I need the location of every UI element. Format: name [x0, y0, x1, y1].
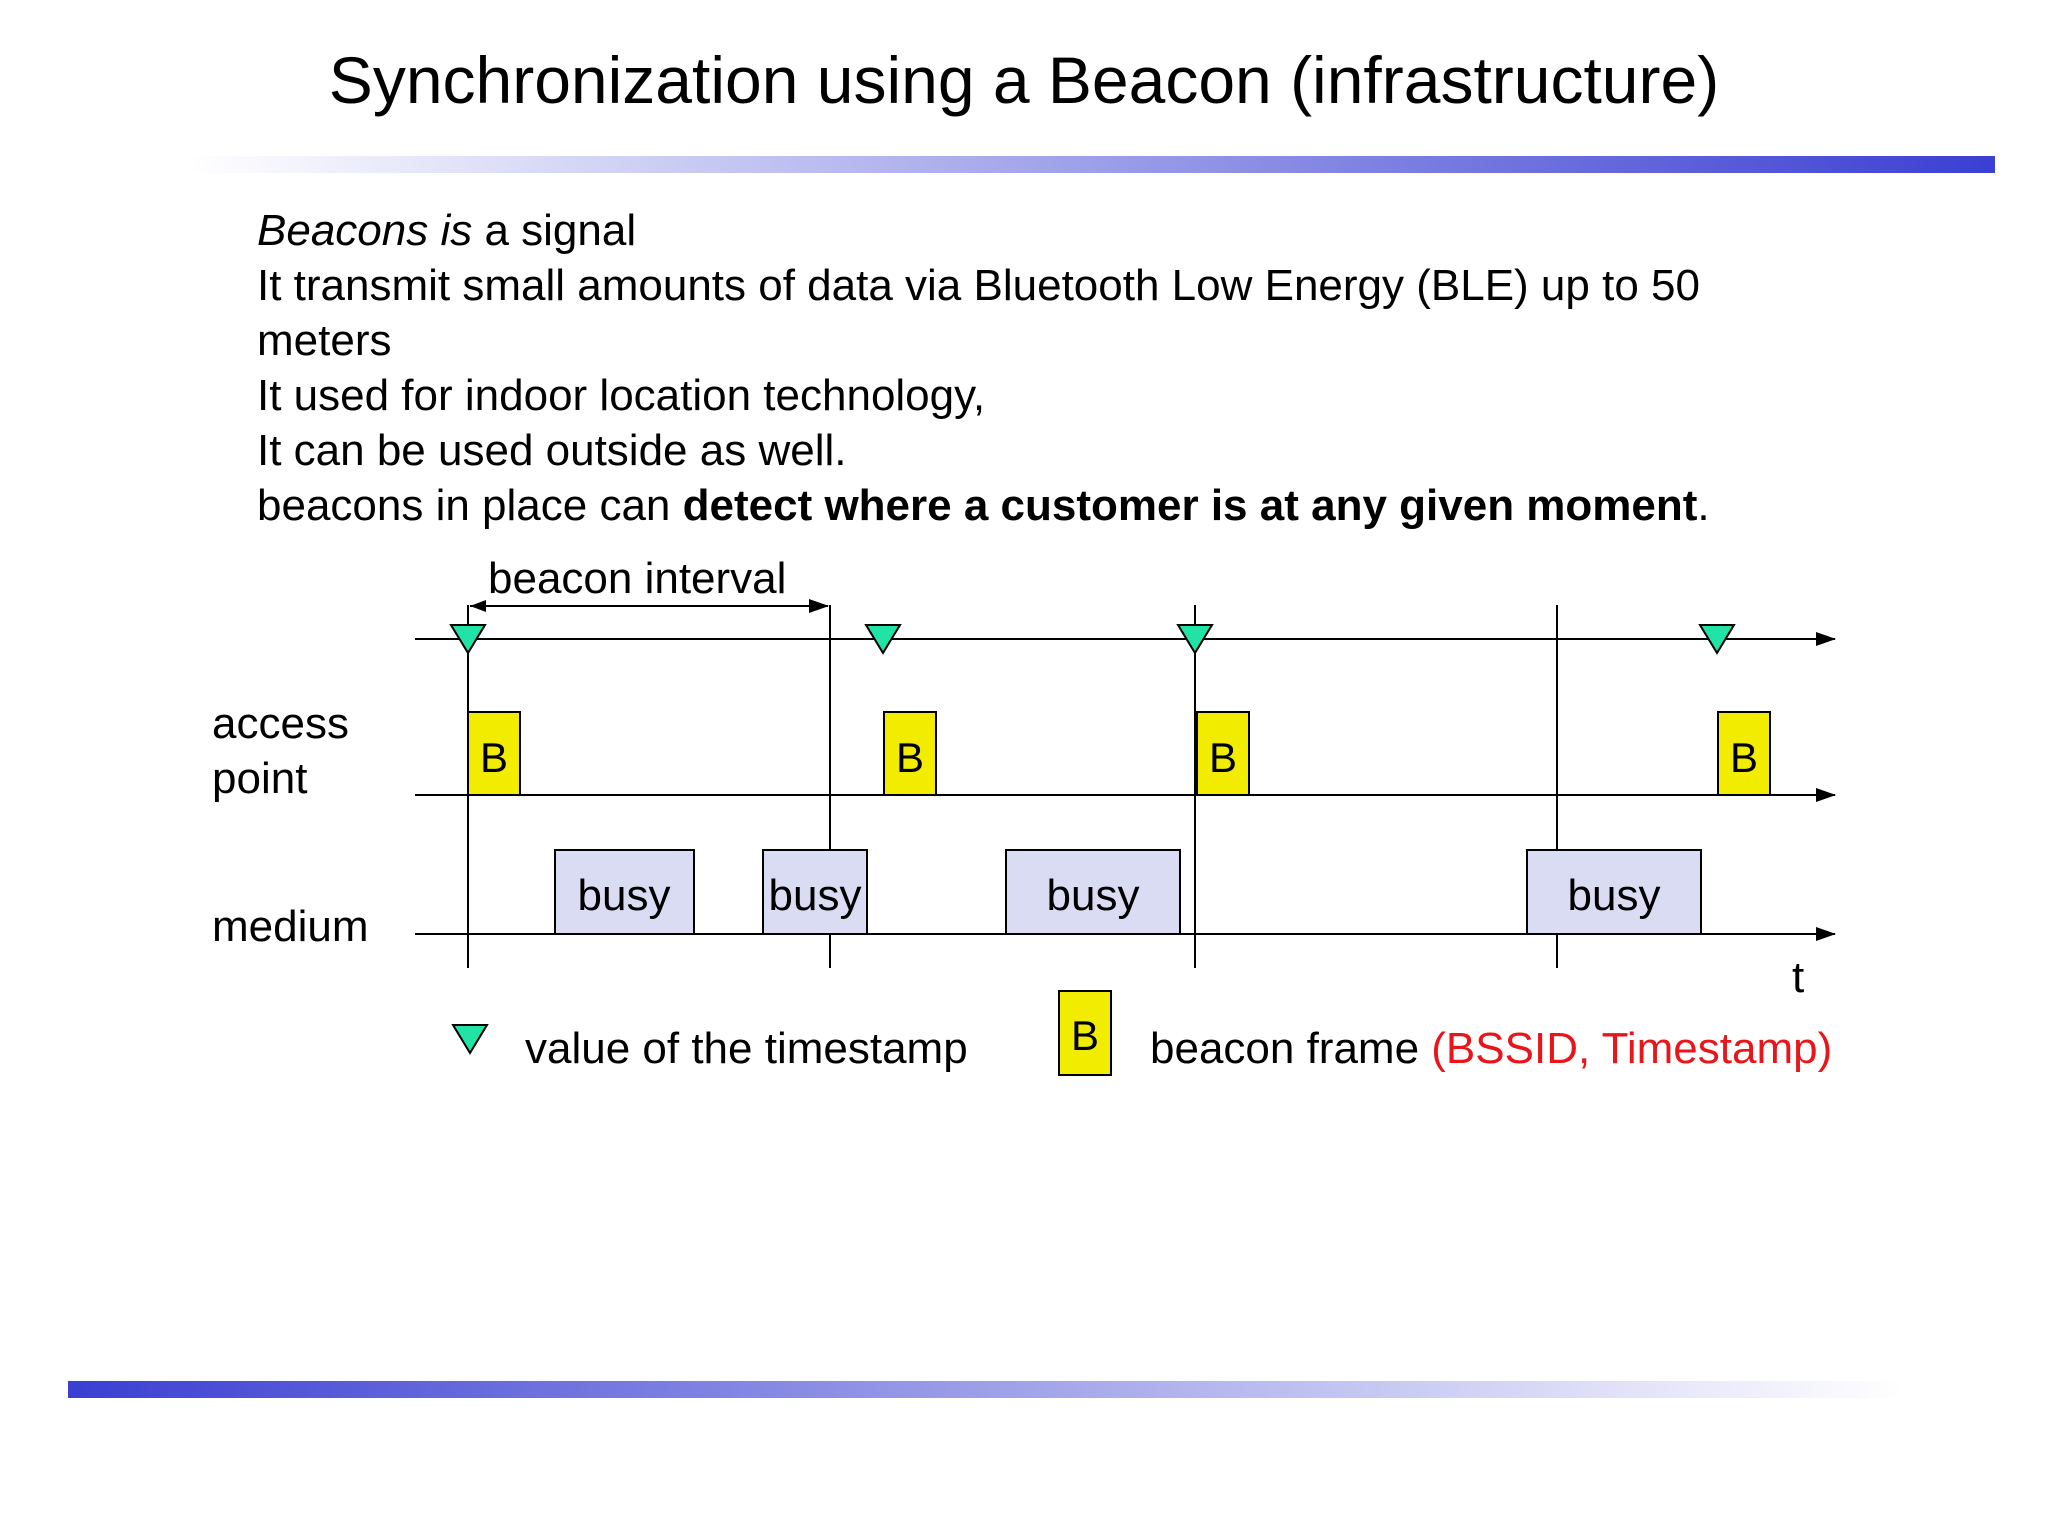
footer-rule — [68, 1381, 1903, 1398]
italic-term: Beacons is — [257, 206, 473, 255]
slide-title: Synchronization using a Beacon (infrastr… — [328, 43, 1720, 117]
bold-phrase: detect where a customer is at any given … — [682, 481, 1698, 530]
beacon-frame-label: B — [1730, 734, 1758, 781]
legend-beacon-letter: B — [1071, 1012, 1099, 1059]
busy-label: busy — [769, 871, 862, 920]
legend-beacon-text: beacon frame (BSSID, Timestamp) — [1150, 1024, 1832, 1073]
busy-label: busy — [1568, 871, 1661, 920]
busy-label: busy — [1047, 871, 1140, 920]
timestamp-marker-icon — [1176, 624, 1214, 655]
timestamp-marker-icon — [449, 624, 487, 655]
beacon-frame-label: B — [480, 734, 508, 781]
title-underline — [190, 156, 1995, 173]
text-line-6: beacons in place can detect where a cust… — [257, 481, 1710, 530]
beacon-frame-label: B — [1209, 734, 1237, 781]
text-line-1: Beacons is a signal — [257, 206, 637, 255]
beacon-frame — [467, 711, 521, 796]
bullet-text: Beacons is a signal It transmit small am… — [257, 203, 1817, 533]
busy-block — [554, 849, 695, 935]
beacon-frame — [1196, 711, 1250, 796]
row-label-access: access — [212, 699, 349, 748]
legend-timestamp-text: value of the timestamp — [525, 1024, 968, 1073]
timestamp-marker-icon — [1698, 624, 1736, 655]
legend-beacon-frame — [1058, 990, 1112, 1076]
time-axis-label: t — [1792, 953, 1804, 1002]
busy-block — [1526, 849, 1702, 935]
busy-block — [1005, 849, 1181, 935]
beacon-interval-label: beacon interval — [488, 554, 786, 603]
row-label-medium: medium — [212, 902, 369, 951]
beacon-frame — [1717, 711, 1771, 796]
busy-block — [762, 849, 868, 935]
text-line-3: meters — [257, 316, 392, 365]
legend-beacon-fields: (BSSID, Timestamp) — [1431, 1024, 1832, 1073]
legend-timestamp-icon — [451, 1024, 489, 1055]
beacon-frame-label: B — [896, 734, 924, 781]
row-label-point: point — [212, 754, 307, 803]
timestamp-marker-icon — [864, 624, 902, 655]
text-line-2: It transmit small amounts of data via Bl… — [257, 261, 1700, 310]
text-line-4: It used for indoor location technology, — [257, 371, 986, 420]
busy-label: busy — [578, 871, 671, 920]
text-line-5: It can be used outside as well. — [257, 426, 847, 475]
beacon-frame — [883, 711, 937, 796]
